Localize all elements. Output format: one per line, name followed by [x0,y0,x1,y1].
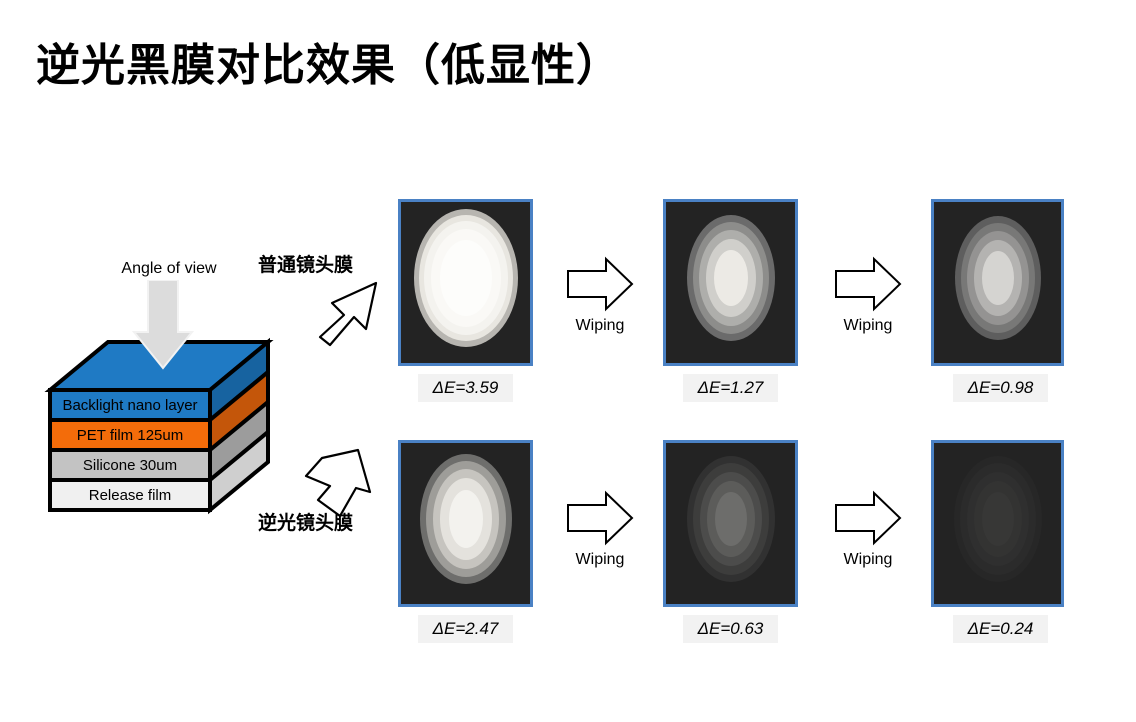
sample-panel[interactable] [931,199,1064,366]
wiping-step: Wiping [550,255,650,335]
stack-layer-label-silicone: Silicone 30um [83,457,177,474]
arrow-up-right-icon [318,281,378,347]
delta-e-caption: ΔE=1.27 [683,374,778,402]
arrow-down-right-icon [304,448,372,518]
wiping-step: Wiping [550,489,650,569]
delta-e-value: ΔE=0.63 [697,619,764,638]
wiping-step: Wiping [818,489,918,569]
blob-ring [714,491,747,546]
section-label-normal-film: 普通镜头膜 [258,255,354,276]
wiping-label: Wiping [843,551,893,568]
delta-e-value: ΔE=0.98 [967,378,1034,397]
down-arrow-icon [131,280,195,370]
delta-e-value: ΔE=2.47 [432,619,499,638]
stack-illustration: Backlight nano layer PET film 125um Sili… [44,280,274,515]
delta-e-value: ΔE=3.59 [432,378,499,397]
stack-layer-release [48,478,212,512]
wiping-label: Wiping [575,317,625,334]
stack-layer-pet [48,418,212,452]
sample-panel[interactable] [398,440,533,607]
block-arrow-right-icon [567,490,634,546]
stack-layer-silicone [48,448,212,482]
blob-ring [439,239,492,316]
block-arrow-right-icon [835,256,902,312]
stack-layer-backlight [48,388,212,422]
wiping-step: Wiping [818,255,918,335]
angle-of-view-label: Angle of view [121,260,217,277]
stack-layer-label-release: Release film [89,487,172,504]
wiping-label: Wiping [575,551,625,568]
delta-e-caption: ΔE=0.24 [953,615,1048,643]
section-label-backlight-film: 逆光镜头膜 [258,513,354,534]
blob-ring [981,250,1014,305]
blob-ring [713,249,748,306]
film-stack-diagram: Angle of view Backlight nano layer PET f… [40,250,300,530]
sample-panel[interactable] [931,440,1064,607]
delta-e-value: ΔE=0.24 [967,619,1034,638]
stack-layer-label-pet: PET film 125um [77,427,183,444]
blob-ring [981,491,1014,546]
page-title: 逆光黑膜对比效果（低显性） [36,41,621,90]
delta-e-value: ΔE=1.27 [697,378,764,397]
sample-panel[interactable] [398,199,533,366]
delta-e-caption: ΔE=3.59 [418,374,513,402]
delta-e-caption: ΔE=0.63 [683,615,778,643]
sample-panel[interactable] [663,199,798,366]
wiping-label: Wiping [843,317,893,334]
delta-e-caption: ΔE=0.98 [953,374,1048,402]
stack-layer-label-backlight: Backlight nano layer [62,397,197,414]
block-arrow-right-icon [567,256,634,312]
sample-panel[interactable] [663,440,798,607]
delta-e-caption: ΔE=2.47 [418,615,513,643]
block-arrow-right-icon [835,490,902,546]
blob-ring [448,489,483,548]
